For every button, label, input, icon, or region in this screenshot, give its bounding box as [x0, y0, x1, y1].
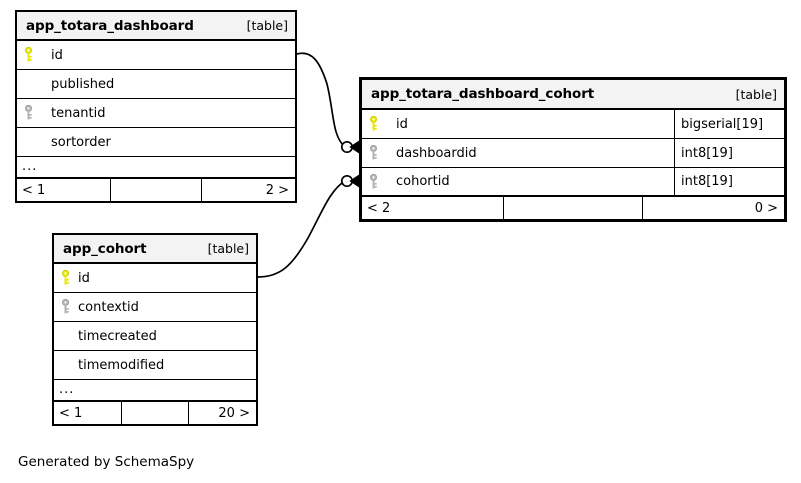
- relationship-dashboard-to-dashboard-cohort: [296, 52, 361, 154]
- table-row[interactable]: id bigserial[19]: [362, 110, 784, 139]
- table-type-tag: [table]: [207, 241, 249, 256]
- footer-outgoing-relations-count: 2 >: [265, 182, 290, 198]
- table-header-app_cohort: app_cohort [table]: [54, 235, 256, 264]
- column-name: sortorder: [51, 134, 111, 150]
- column-name: timemodified: [78, 357, 165, 373]
- table-row[interactable]: tenantid: [17, 99, 295, 128]
- table-title: app_totara_dashboard: [26, 17, 194, 34]
- footer-outgoing-relations-count: 0 >: [754, 200, 779, 216]
- column-type: bigserial[19]: [674, 110, 784, 138]
- footer-incoming-relations-count: < 1: [59, 405, 83, 421]
- column-name: cohortid: [396, 174, 450, 189]
- key-icon-foreign: [362, 173, 384, 190]
- table-title: app_cohort: [63, 240, 147, 257]
- table-row[interactable]: cohortid int8[19]: [362, 168, 784, 197]
- table-row[interactable]: contextid: [54, 293, 256, 322]
- table-row[interactable]: sortorder: [17, 128, 295, 157]
- column-name: id: [78, 270, 90, 286]
- more-columns-indicator: ...: [17, 157, 295, 179]
- table-app_cohort[interactable]: app_cohort [table] id: [52, 233, 258, 426]
- more-columns-indicator: ...: [54, 380, 256, 402]
- footer-incoming-relations-count: < 1: [22, 182, 46, 198]
- key-icon-primary: [54, 270, 76, 286]
- column-name-cell: cohortid: [384, 168, 674, 195]
- column-name-cell: dashboardid: [384, 139, 674, 167]
- cardinality-zero-marker: [340, 140, 354, 154]
- column-type: int8[19]: [674, 139, 784, 167]
- table-footer: < 1 2 >: [17, 179, 295, 201]
- column-name: timecreated: [78, 328, 157, 344]
- column-name-cell: id: [384, 110, 674, 138]
- table-header-app_totara_dashboard: app_totara_dashboard [table]: [17, 12, 295, 41]
- table-row[interactable]: dashboardid int8[19]: [362, 139, 784, 168]
- cardinality-zero-marker: [340, 174, 354, 188]
- key-icon-foreign: [362, 145, 384, 161]
- table-row[interactable]: id: [54, 264, 256, 293]
- table-row[interactable]: published: [17, 70, 295, 99]
- column-name: id: [51, 47, 63, 63]
- column-name: tenantid: [51, 105, 106, 121]
- key-icon-foreign: [17, 105, 39, 121]
- key-icon-primary: [362, 116, 384, 132]
- table-title: app_totara_dashboard_cohort: [371, 86, 595, 102]
- table-footer: < 1 20 >: [54, 402, 256, 424]
- table-footer: < 2 0 >: [362, 197, 784, 219]
- column-type: int8[19]: [674, 168, 784, 195]
- table-app_totara_dashboard[interactable]: app_totara_dashboard [table] id publishe…: [15, 10, 297, 203]
- column-name: id: [396, 116, 408, 132]
- key-icon-primary: [17, 47, 39, 63]
- footer-middle-cell: [121, 402, 189, 424]
- column-name: contextid: [78, 299, 139, 315]
- column-name: published: [51, 76, 115, 92]
- table-row[interactable]: timecreated: [54, 322, 256, 351]
- footer-middle-cell: [109, 179, 203, 201]
- footer-incoming-relations-count: < 2: [367, 200, 391, 216]
- generated-by-caption: Generated by SchemaSpy: [18, 454, 195, 470]
- table-type-tag: [table]: [735, 86, 777, 102]
- table-row[interactable]: timemodified: [54, 351, 256, 380]
- footer-middle-cell: [502, 197, 644, 219]
- key-icon-foreign: [54, 299, 76, 315]
- column-name: dashboardid: [396, 145, 477, 161]
- table-row[interactable]: id: [17, 41, 295, 70]
- table-app_totara_dashboard_cohort[interactable]: app_totara_dashboard_cohort [table] id b…: [359, 77, 787, 222]
- table-header-app_totara_dashboard_cohort: app_totara_dashboard_cohort [table]: [362, 80, 784, 110]
- table-type-tag: [table]: [246, 18, 288, 33]
- footer-outgoing-relations-count: 20 >: [218, 405, 250, 421]
